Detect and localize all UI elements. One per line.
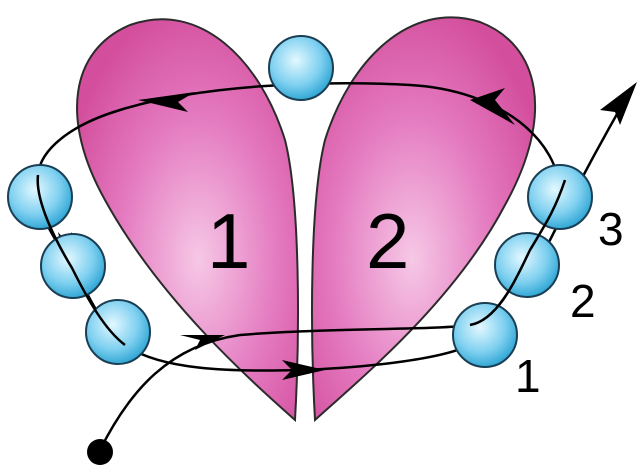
bead-right-2 — [494, 232, 560, 298]
thread-start-dot — [87, 439, 113, 465]
arrow-top-right — [470, 88, 515, 125]
bead-label-3: 3 — [598, 203, 624, 255]
arrow-exit — [600, 82, 637, 125]
bead-right-1 — [452, 302, 518, 368]
bead-label-1: 1 — [515, 350, 541, 402]
petal-left — [76, 18, 299, 423]
arrow-top-left — [138, 92, 195, 112]
petal-label-right: 2 — [366, 197, 409, 285]
bead-left-2 — [40, 233, 106, 299]
petal-right — [311, 16, 536, 423]
bead-left-3 — [85, 299, 151, 365]
petal-label-left: 1 — [207, 197, 250, 285]
arrow-entry — [180, 335, 225, 350]
arrow-bottom-right — [282, 360, 325, 380]
bead-label-2: 2 — [570, 275, 596, 327]
bead-top — [268, 35, 334, 101]
